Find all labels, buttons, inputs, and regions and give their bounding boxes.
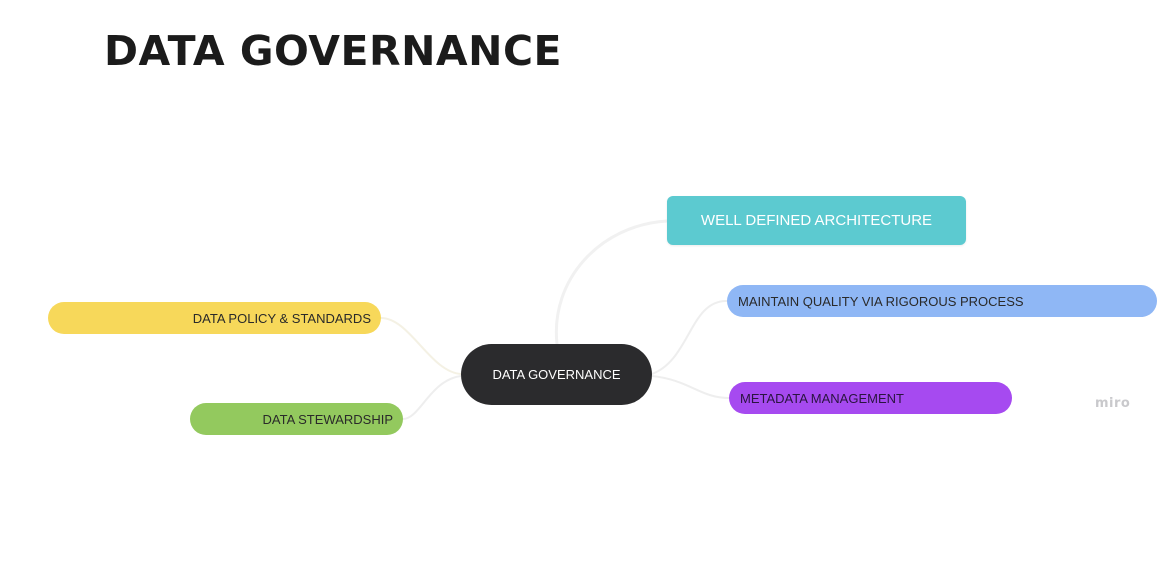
connector-stewardship (402, 375, 462, 420)
connector-metadata (651, 375, 730, 399)
connector-policy (380, 317, 462, 375)
branch-node-label: MAINTAIN QUALITY VIA RIGOROUS PROCESS (738, 293, 1024, 309)
branch-node-label: DATA POLICY & STANDARDS (192, 310, 371, 326)
branch-node-quality[interactable]: MAINTAIN QUALITY VIA RIGOROUS PROCESS (727, 285, 1157, 317)
branch-node-stewardship[interactable]: DATA STEWARDSHIP (190, 403, 403, 435)
central-node-label: DATA GOVERNANCE (492, 367, 621, 382)
central-node[interactable]: DATA GOVERNANCE (461, 344, 652, 405)
miro-watermark-logo: miro (1095, 396, 1131, 411)
branch-node-label: DATA STEWARDSHIP (262, 411, 394, 427)
branch-node-label: METADATA MANAGEMENT (740, 390, 904, 406)
connector-architecture (554, 219, 668, 345)
branch-node-metadata[interactable]: METADATA MANAGEMENT (729, 382, 1012, 414)
branch-node-label: WELL DEFINED ARCHITECTURE (700, 212, 933, 229)
branch-node-policy[interactable]: DATA POLICY & STANDARDS (48, 302, 381, 334)
connector-quality (651, 299, 728, 375)
branch-node-architecture[interactable]: WELL DEFINED ARCHITECTURE (667, 196, 966, 245)
page-title: DATA GOVERNANCE (104, 27, 563, 75)
